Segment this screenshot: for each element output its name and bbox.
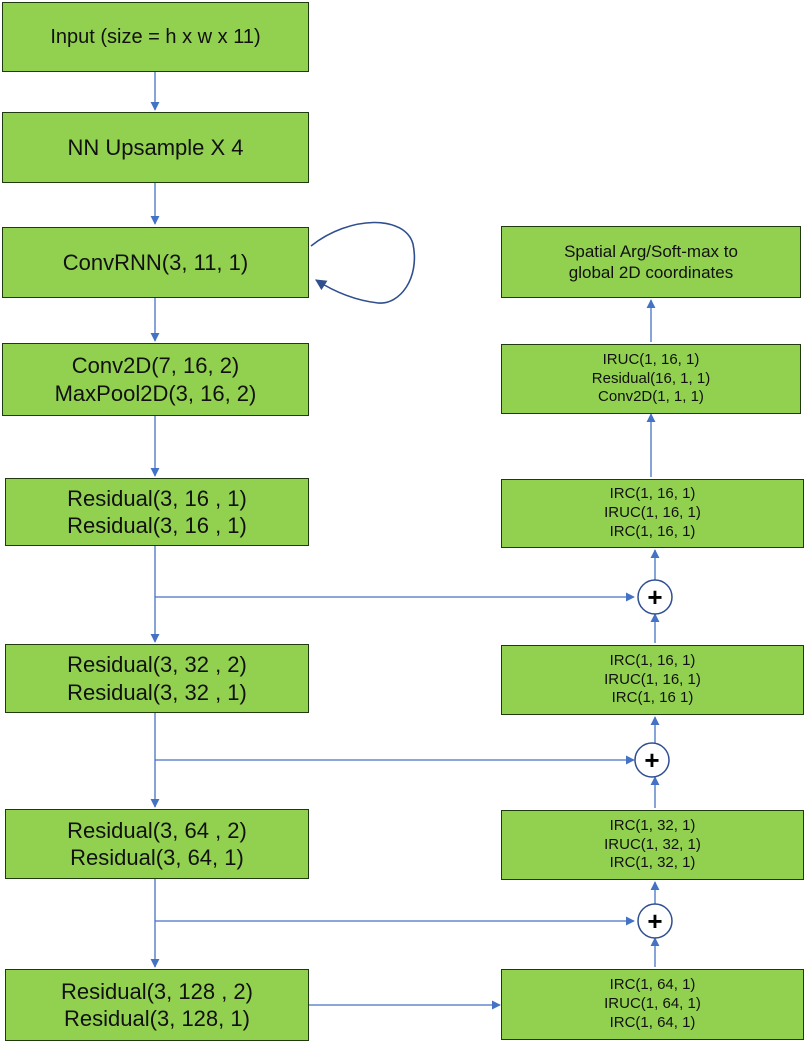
box-line: Input (size = h x w x 11) — [50, 25, 261, 48]
residual-64-box: Residual(3, 64 , 2) Residual(3, 64, 1) — [5, 809, 309, 879]
box-line: IRC(1, 16, 1) — [609, 485, 696, 503]
box-line: Residual(16, 1, 1) — [591, 369, 711, 387]
conv2d-maxpool-box: Conv2D(7, 16, 2) MaxPool2D(3, 16, 2) — [2, 343, 309, 416]
recurrent-loop-arrow — [310, 221, 416, 304]
sum-node: + — [637, 903, 673, 939]
decoder-64-box: IRC(1, 64, 1) IRUC(1, 64, 1) IRC(1, 64, … — [501, 969, 804, 1040]
box-line: Residual(3, 16 , 1) — [67, 485, 247, 511]
final-decoder-box: IRUC(1, 16, 1) Residual(16, 1, 1) Conv2D… — [501, 344, 801, 414]
decoder-32-box: IRC(1, 32, 1) IRUC(1, 32, 1) IRC(1, 32, … — [501, 810, 804, 880]
box-line: global 2D coordinates — [568, 263, 734, 282]
box-line: IRUC(1, 32, 1) — [604, 835, 701, 853]
upsample-box: NN Upsample X 4 — [2, 112, 309, 183]
box-line: IRUC(1, 16, 1) — [604, 670, 701, 688]
input-box: Input (size = h x w x 11) — [2, 2, 309, 72]
skip-connection-arrows — [155, 592, 635, 1010]
box-line: IRC(1, 32, 1) — [609, 854, 696, 872]
box-line: Residual(3, 64, 1) — [70, 845, 244, 870]
box-line: Residual(3, 16 , 1) — [67, 513, 247, 538]
box-line: ConvRNN(3, 11, 1) — [62, 249, 249, 275]
box-line: Residual(3, 128 , 2) — [61, 978, 253, 1004]
box-line: IRUC(1, 64, 1) — [604, 995, 701, 1013]
box-line: IRUC(1, 16, 1) — [604, 504, 701, 522]
box-line: IRC(1, 16, 1) — [609, 522, 696, 540]
sum-node: + — [637, 579, 673, 615]
box-line: IRC(1, 64, 1) — [609, 1013, 696, 1031]
decoder-16-upper-box: IRC(1, 16, 1) IRUC(1, 16, 1) IRC(1, 16, … — [501, 479, 804, 548]
residual-16-box: Residual(3, 16 , 1) Residual(3, 16 , 1) — [5, 478, 309, 546]
box-line: Residual(3, 128, 1) — [64, 1006, 250, 1031]
convrnn-box: ConvRNN(3, 11, 1) — [2, 227, 309, 298]
box-line: IRUC(1, 16, 1) — [602, 350, 700, 368]
right-column-arrows — [646, 299, 660, 967]
sum-node: + — [634, 742, 670, 778]
sum-symbol: + — [644, 745, 659, 775]
box-line: NN Upsample X 4 — [67, 134, 244, 160]
box-line: IRC(1, 32, 1) — [609, 816, 696, 834]
box-line: IRC(1, 64, 1) — [609, 976, 696, 994]
sum-symbol: + — [647, 906, 662, 936]
residual-128-box: Residual(3, 128 , 2) Residual(3, 128, 1) — [5, 969, 309, 1041]
sum-symbol: + — [647, 582, 662, 612]
box-line: Conv2D(1, 1, 1) — [598, 388, 704, 406]
box-line: MaxPool2D(3, 16, 2) — [54, 380, 257, 406]
box-line: Conv2D(7, 16, 2) — [71, 353, 240, 378]
residual-32-box: Residual(3, 32 , 2) Residual(3, 32 , 1) — [5, 644, 309, 713]
box-line: Residual(3, 32 , 1) — [67, 679, 247, 705]
spatial-softmax-box: Spatial Arg/Soft-max to global 2D coordi… — [501, 226, 801, 298]
box-line: Residual(3, 32 , 2) — [67, 652, 247, 677]
decoder-16-lower-box: IRC(1, 16, 1) IRUC(1, 16, 1) IRC(1, 16 1… — [501, 645, 804, 715]
box-line: IRC(1, 16 1) — [611, 689, 694, 707]
box-line: Residual(3, 64 , 2) — [67, 817, 247, 843]
box-line: IRC(1, 16, 1) — [609, 651, 696, 669]
box-line: Spatial Arg/Soft-max to — [564, 241, 738, 261]
